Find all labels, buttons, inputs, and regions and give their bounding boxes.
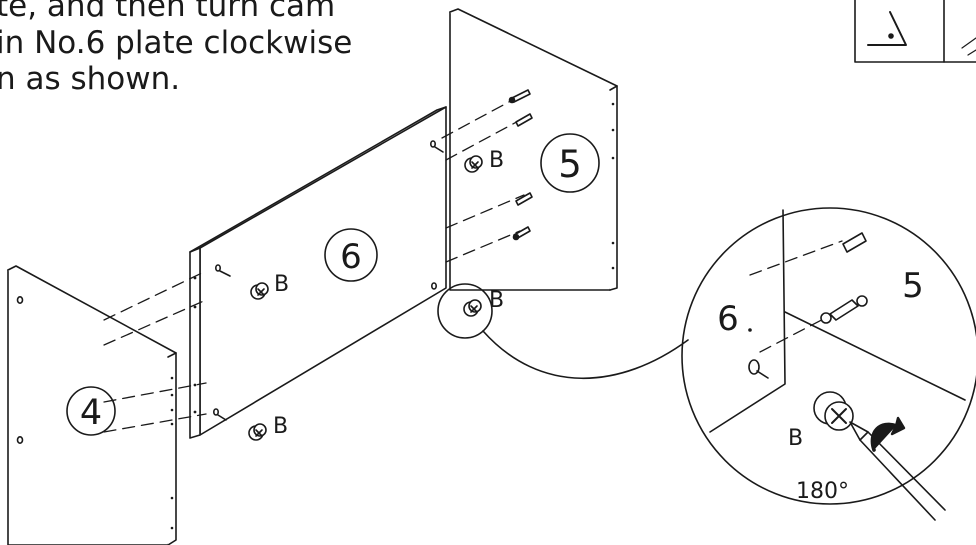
instruction-line-1: te, and then turn cam: [0, 0, 336, 24]
panel-5-number: 5: [558, 143, 582, 186]
cam-lock-label: B: [273, 414, 288, 439]
panel-6: [189, 106, 447, 439]
warning-triangle-icon: [867, 11, 907, 46]
panel-4-number-circle: [66, 386, 116, 436]
detail-magnifier: [681, 207, 976, 521]
cam-lock-label: B: [489, 148, 504, 173]
detail-leader-line: [482, 330, 689, 380]
dowels: [508, 89, 533, 241]
panel-6-number-circle: [324, 228, 378, 282]
detail-source-circle: [437, 283, 493, 339]
rotation-angle-label: 180°: [796, 479, 849, 504]
panel-4-number: 4: [80, 393, 102, 433]
detail-cam-lock-label: B: [788, 426, 803, 451]
panel-5: [449, 8, 618, 291]
panel-6-number: 6: [340, 237, 362, 277]
panel-4: [7, 265, 177, 545]
detail-panel-6-number: 6: [717, 299, 739, 339]
detail-panel-5-number: 5: [902, 266, 924, 306]
cam-lock-label: B: [489, 288, 504, 313]
panel-5-number-circle: [540, 133, 600, 193]
assembly-instruction-text: te, and then turn cam in No.6 plate cloc…: [0, 0, 456, 98]
instruction-line-2: in No.6 plate clockwise: [0, 24, 353, 61]
cam-lock-label: B: [274, 272, 289, 297]
instruction-line-3: n as shown.: [0, 61, 181, 97]
warning-box: [854, 0, 976, 63]
cam-lock-icon: [248, 155, 483, 441]
